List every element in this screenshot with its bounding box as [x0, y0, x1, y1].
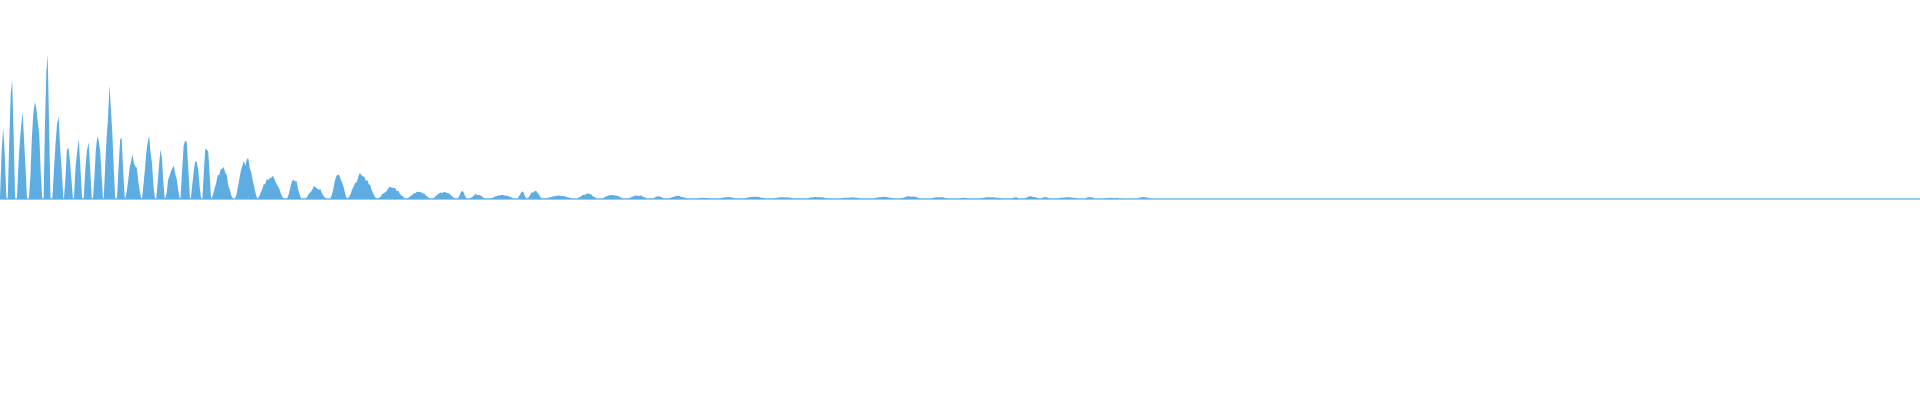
waveform-path [0, 54, 1153, 200]
